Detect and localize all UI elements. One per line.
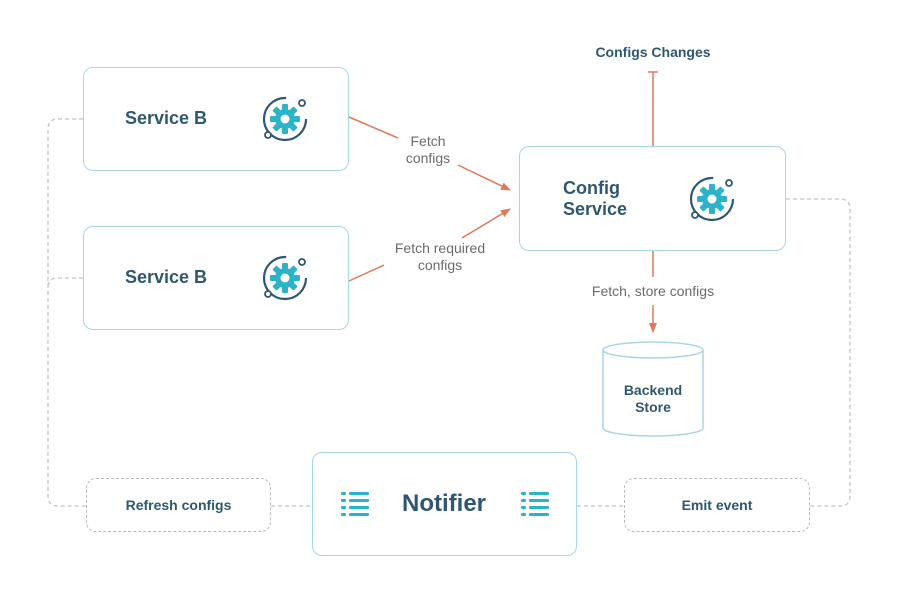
service-b-bottom-node[interactable]: Service B xyxy=(83,226,349,330)
edge-label-fetch-required-line-2: configs xyxy=(417,257,463,273)
notifier-node[interactable]: Notifier xyxy=(312,452,577,556)
dashed-loop-right xyxy=(786,198,851,507)
service-b-bottom-title: Service B xyxy=(125,267,208,287)
gear-cycle-icon xyxy=(262,96,308,142)
backend-store-cylinder xyxy=(602,341,704,437)
dashed-loop-left-inner xyxy=(47,277,83,289)
service-b-top-node[interactable]: Service B xyxy=(83,67,349,171)
edge-label-fetch-configs-line-1: Fetch xyxy=(410,133,446,149)
gear-cycle-icon xyxy=(689,176,735,222)
edge-fetch-configs-b xyxy=(457,164,511,191)
backend-store-label-line-2: Store xyxy=(635,399,671,415)
config-service-title-line-1: Config xyxy=(563,178,620,198)
edge-label-configs-changes: Configs Changes xyxy=(595,44,711,60)
emit-event-box[interactable]: Emit event xyxy=(624,478,810,532)
edge-label-fetch-store-configs: Fetch, store configs xyxy=(591,283,715,299)
config-service-title-line-2: Service xyxy=(563,199,628,219)
list-icon xyxy=(521,492,549,516)
edge-label-fetch-configs-line-2: configs xyxy=(405,150,451,166)
refresh-configs-label: Refresh configs xyxy=(125,497,232,513)
config-service-title: Config Service xyxy=(563,178,627,220)
edge-fetch-configs-a xyxy=(348,116,399,139)
config-service-node[interactable]: Config Service xyxy=(519,146,786,251)
edge-fetch-required-b xyxy=(461,208,511,239)
backend-store-label-line-1: Backend xyxy=(623,382,683,398)
dashed-loop-left xyxy=(47,118,86,507)
list-icon xyxy=(341,492,369,516)
backend-store-label: Backend Store xyxy=(603,382,703,416)
gear-cycle-icon xyxy=(262,255,308,301)
emit-event-label: Emit event xyxy=(681,497,753,513)
service-b-top-title: Service B xyxy=(125,108,208,128)
edge-label-fetch-required-line-1: Fetch required xyxy=(394,240,486,256)
notifier-title: Notifier xyxy=(402,490,486,517)
edge-label-fetch-configs: Fetch configs xyxy=(390,133,466,167)
edge-label-fetch-required-configs: Fetch required configs xyxy=(378,240,502,274)
edge-fetch-required-a xyxy=(348,264,385,282)
refresh-configs-box[interactable]: Refresh configs xyxy=(86,478,271,532)
